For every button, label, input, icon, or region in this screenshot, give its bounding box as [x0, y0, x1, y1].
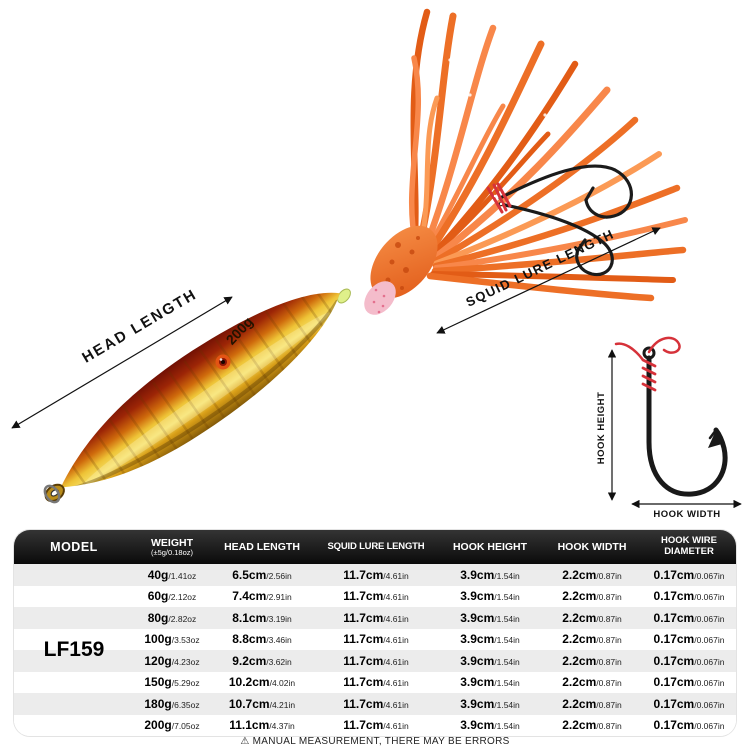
hook-diagram: HOOK HEIGHT HOOK WIDTH: [596, 336, 742, 520]
spec-cell: 8.1cm/3.19in: [232, 610, 292, 625]
spec-cell: 3.9cm/1.54in: [460, 696, 520, 711]
spec-cell: 0.17cm/0.067in: [653, 718, 725, 733]
spec-cell: 11.1cm/4.37in: [229, 718, 295, 733]
table-row: 150g/5.29oz 10.2cm/4.02in 11.7cm/4.61in 3.9…: [14, 671, 736, 693]
table-row: 60g/2.12oz 7.4cm/2.91in 11.7cm/4.61in 3.9cm…: [14, 585, 736, 607]
col-header-model: MODEL: [50, 539, 98, 554]
spec-cell: 0.17cm/0.067in: [653, 675, 725, 690]
tail-split-ring: [43, 484, 61, 504]
spec-cell: 2.2cm/0.87in: [562, 610, 622, 625]
table-row: 40g/1.41oz 6.5cm/2.56in 11.7cm/4.61in 3.9cm…: [14, 564, 736, 586]
table-row: 100g/3.53oz 8.8cm/3.46in 11.7cm/4.61in 3.9c…: [14, 628, 736, 650]
model-value: LF159: [43, 638, 105, 661]
spec-table-header: MODEL WEIGHT (±5g/0.18oz) HEAD LENGTH SQ…: [14, 530, 736, 564]
spec-cell: 80g/2.82oz: [147, 610, 197, 625]
spec-cell: 3.9cm/1.54in: [460, 589, 520, 604]
hook-height-label: HOOK HEIGHT: [596, 392, 607, 465]
skirt-glitter-dots: [448, 58, 642, 242]
spec-cell: 40g/1.41oz: [147, 567, 197, 582]
footnote: ⚠MANUAL MEASUREMENT, THERE MAY BE ERRORS: [0, 736, 750, 747]
warning-icon: ⚠: [240, 736, 250, 747]
col-header-weight-tolerance: (±5g/0.18oz): [150, 547, 194, 557]
spec-cell: 200g/7.05oz: [144, 718, 200, 733]
spec-cell: 180g/6.35oz: [144, 696, 200, 711]
jig-eye: [215, 354, 231, 370]
spec-cell: 11.7cm/4.61in: [343, 589, 409, 604]
spec-table: MODEL WEIGHT (±5g/0.18oz) HEAD LENGTH SQ…: [14, 530, 736, 736]
table-row: 200g/7.05oz 11.1cm/4.37in 11.7cm/4.61in 3.9…: [14, 714, 736, 736]
spec-cell: 2.2cm/0.87in: [562, 718, 622, 733]
spec-cell: 11.7cm/4.61in: [343, 632, 409, 647]
spec-cell: 2.2cm/0.87in: [562, 632, 622, 647]
spec-cell: 0.17cm/0.067in: [653, 610, 725, 625]
spec-cell: 2.2cm/0.87in: [562, 567, 622, 582]
spec-cell: 6.5cm/2.56in: [232, 567, 292, 582]
spec-cell: 0.17cm/0.067in: [653, 589, 725, 604]
spec-cell: 10.2cm/4.02in: [228, 675, 296, 690]
spec-cell: 2.2cm/0.87in: [562, 653, 622, 668]
squid-body: [370, 225, 438, 299]
col-header-hook-height: HOOK HEIGHT: [438, 530, 542, 564]
head-length-measure-line: [11, 296, 233, 429]
spec-cell: 3.9cm/1.54in: [460, 610, 520, 625]
col-header-head-length: HEAD LENGTH: [210, 530, 314, 564]
table-row: 80g/2.82oz 8.1cm/3.19in 11.7cm/4.61in 3.9cm…: [14, 607, 736, 629]
spec-cell: 0.17cm/0.067in: [653, 567, 725, 582]
spec-cell: 150g/5.29oz: [144, 675, 200, 690]
spec-cell: 3.9cm/1.54in: [460, 718, 520, 733]
col-header-squid-lure-length-label: SQUID LURE LENGTH: [327, 540, 425, 552]
spec-cell: 7.4cm/2.91in: [232, 589, 292, 604]
spec-cell: 10.7cm/4.21in: [228, 696, 296, 711]
treble-hook-thread-knot: [486, 182, 512, 214]
hook-width-label: HOOK WIDTH: [653, 509, 720, 520]
col-header-head-length-label: HEAD LENGTH: [224, 540, 300, 553]
spec-cell: 11.7cm/4.61in: [343, 718, 409, 733]
hook-thread-knot: [614, 336, 681, 392]
spec-cell: 3.9cm/1.54in: [460, 675, 520, 690]
col-header-weight-label: WEIGHT: [151, 536, 193, 549]
squid-egg-sac: [364, 281, 396, 315]
col-header-hook-wire-diameter: HOOK WIRE DIAMETER: [642, 530, 736, 564]
spec-cell: 2.2cm/0.87in: [562, 675, 622, 690]
squid-lure-length-measure-line: [436, 227, 661, 334]
col-header-hook-wire-diameter-label: HOOK WIRE DIAMETER: [661, 535, 717, 557]
spec-cell: 3.9cm/1.54in: [460, 632, 520, 647]
spec-cell: 100g/3.53oz: [144, 632, 200, 647]
table-row: 180g/6.35oz 10.7cm/4.21in 11.7cm/4.61in 3.9…: [14, 693, 736, 715]
footnote-text: MANUAL MEASUREMENT, THERE MAY BE ERRORS: [252, 736, 510, 747]
spec-cell: 0.17cm/0.067in: [653, 696, 725, 711]
spec-cell: 120g/4.23oz: [144, 653, 200, 668]
spec-cell: 11.7cm/4.61in: [343, 653, 409, 668]
spec-cell: 0.17cm/0.067in: [653, 632, 725, 647]
col-header-hook-height-label: HOOK HEIGHT: [452, 540, 528, 553]
spec-cell: 2.2cm/0.87in: [562, 589, 622, 604]
spec-cell: 8.8cm/3.46in: [232, 632, 292, 647]
col-header-squid-lure-length: SQUID LURE LENGTH: [314, 530, 438, 564]
col-header-hook-width-label: HOOK WIDTH: [557, 540, 627, 553]
hook-shape: [642, 346, 728, 497]
spec-cell: 11.7cm/4.61in: [343, 675, 409, 690]
spec-cell: 11.7cm/4.61in: [343, 567, 409, 582]
spec-cell: 3.9cm/1.54in: [460, 567, 520, 582]
spec-table-rows: 40g/1.41oz 6.5cm/2.56in 11.7cm/4.61in 3.9cm…: [14, 564, 736, 736]
col-header-weight: WEIGHT (±5g/0.18oz): [134, 530, 210, 564]
spec-cell: 3.9cm/1.54in: [460, 653, 520, 668]
spec-cell: 2.2cm/0.87in: [562, 696, 622, 711]
spec-cell: 11.7cm/4.61in: [343, 696, 409, 711]
spec-table-body: LF159 40g/1.41oz 6.5cm/2.56in 11.7cm/4.61i…: [14, 564, 736, 736]
glow-bead: [337, 288, 351, 304]
product-photo: 200g HEAD LENGTH SQUID LURE LENGTH HOOK …: [11, 8, 742, 520]
col-header-hook-width: HOOK WIDTH: [542, 530, 642, 564]
table-row: 120g/4.23oz 9.2cm/3.62in 11.7cm/4.61in 3.9c…: [14, 650, 736, 672]
spec-cell: 9.2cm/3.62in: [232, 653, 292, 668]
spec-cell: 11.7cm/4.61in: [343, 610, 409, 625]
spec-cell: 60g/2.12oz: [147, 589, 197, 604]
spec-cell: 0.17cm/0.067in: [653, 653, 725, 668]
